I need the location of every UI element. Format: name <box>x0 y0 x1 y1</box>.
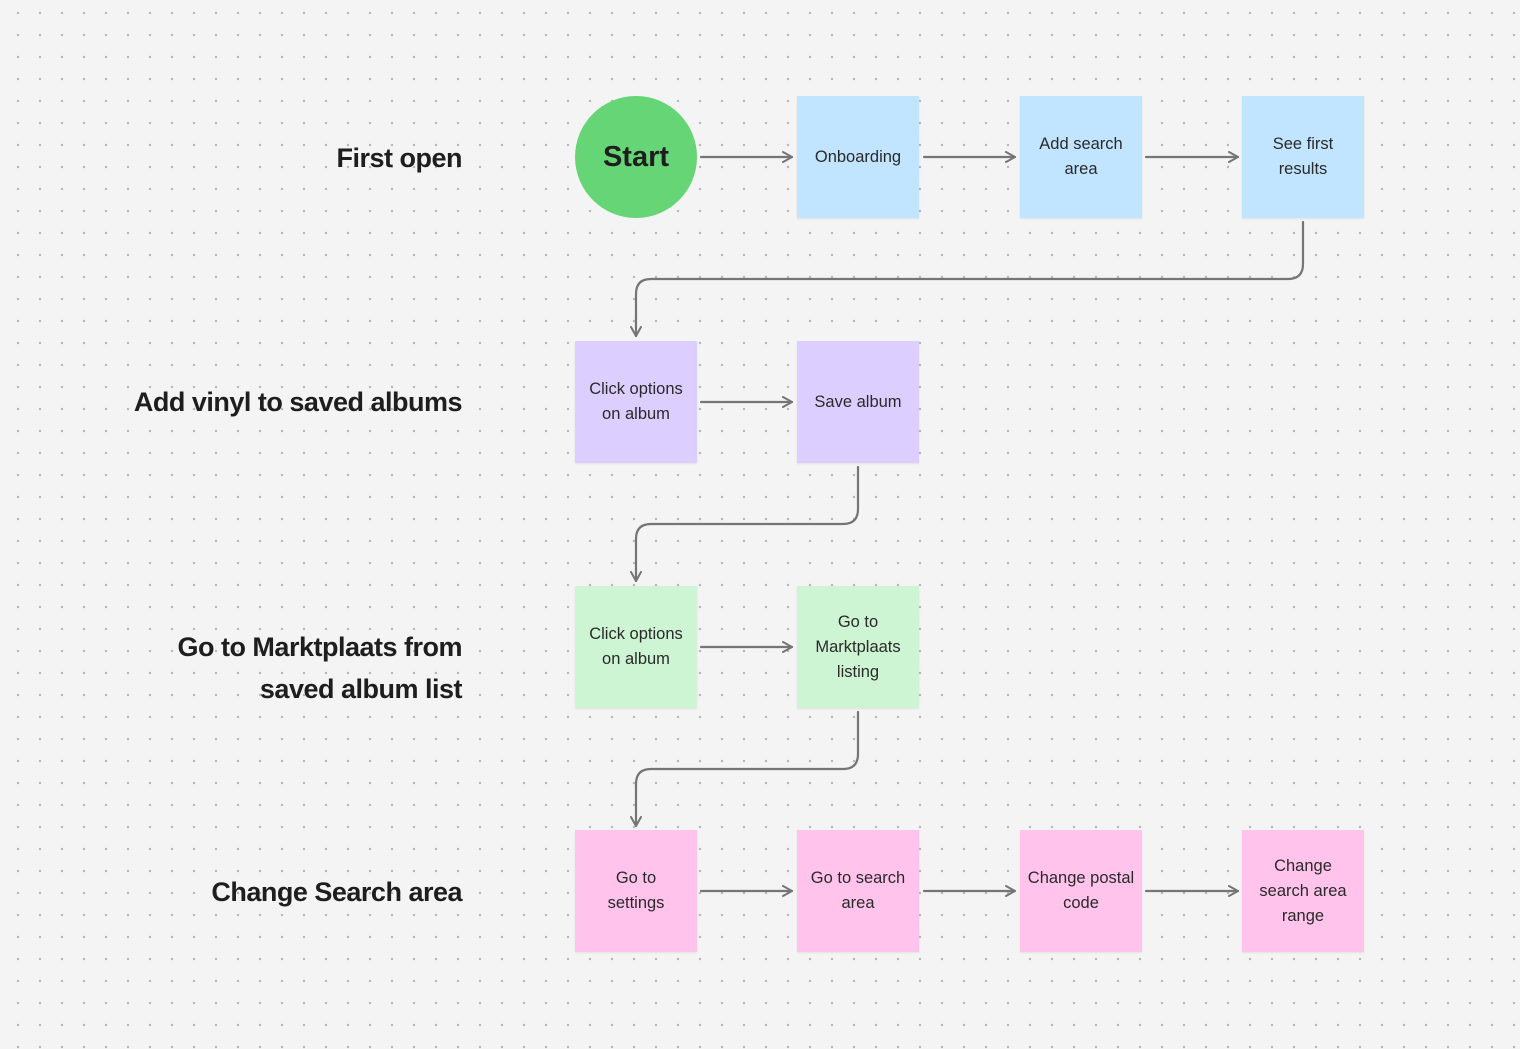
row-label-go-to-marktplaats: Go to Marktplaats from saved album list <box>177 632 462 704</box>
node-onboarding[interactable]: Onboarding <box>797 96 919 218</box>
node-click-options-on-album-saved[interactable]: Click options on album <box>575 341 697 463</box>
row-label-add-vinyl: Add vinyl to saved albums <box>133 387 463 417</box>
node-change-postal-code[interactable]: Change postal code <box>1020 830 1142 952</box>
row-label-change-search-area: Change Search area <box>211 877 462 907</box>
arrow-marktplaats-listing-to-go-to-settings <box>630 710 860 828</box>
node-go-to-search-area[interactable]: Go to search area <box>797 830 919 952</box>
node-go-to-marktplaats-listing[interactable]: Go to Marktplaats listing <box>797 586 919 708</box>
node-change-search-area-range[interactable]: Change search area range <box>1242 830 1364 952</box>
arrow-save-album-to-click-options <box>630 465 860 583</box>
node-see-first-results[interactable]: See first results <box>1242 96 1364 218</box>
node-click-options-on-album-marktplaats[interactable]: Click options on album <box>575 586 697 708</box>
node-go-to-settings[interactable]: Go to settings <box>575 830 697 952</box>
row-label-first-open: First open <box>336 143 462 173</box>
arrow-see-first-results-to-click-options <box>630 220 1305 338</box>
node-add-search-area[interactable]: Add search area <box>1020 96 1142 218</box>
start-node[interactable]: Start <box>575 96 697 218</box>
node-save-album[interactable]: Save album <box>797 341 919 463</box>
